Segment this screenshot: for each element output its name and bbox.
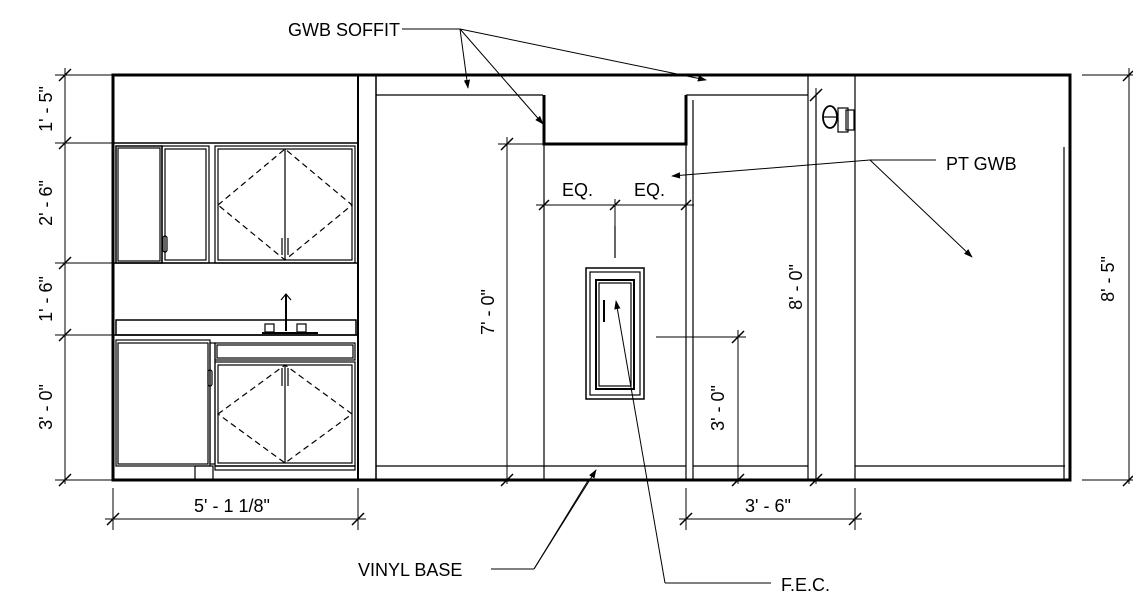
vinyl-base-label: VINYL BASE [358,560,462,580]
upper-cabinet-handle [162,235,168,253]
upper-cabinet-left-door [115,145,163,264]
right-width-dim: 3' - 6" [745,496,791,516]
base-cabinet-left [115,339,211,467]
pt-gwb-label: PT GWB [946,154,1017,174]
left-soffit-dim: 1' - 5" [36,86,56,132]
gwb-soffit-box [542,95,688,146]
base-cabinet-swing-lines [216,364,354,464]
fec-label: F.E.C. [781,575,830,595]
fec-leader [614,300,666,584]
fire-extinguisher-cabinet [585,226,645,400]
leader-lines [402,28,973,584]
text-labels: GWB SOFFIT PT GWB VINYL BASE F.E.C. EQ. … [36,20,1118,595]
wall-device [822,105,855,133]
eq-left-label: EQ. [562,180,593,200]
sink-faucet [262,293,318,334]
dimension-lines [55,68,1133,530]
pt-gwb-leader-1 [671,159,871,179]
soffit-leader-2 [459,28,544,125]
eq-right-label: EQ. [634,180,665,200]
pt-gwb-leader-2 [869,159,973,258]
upper-cabinet-middle [161,145,210,264]
dishwasher-panel [209,342,216,465]
base-cabinets [115,339,356,481]
wall-outline [111,73,1072,482]
kitchenette-bay [113,75,359,481]
countertop [115,319,357,336]
gwb-soffit-label: GWB SOFFIT [288,20,400,40]
elevation-outline [111,73,1072,482]
left-backsplash-dim: 1' - 6" [36,276,56,322]
cabinet-width-dim: 5' - 1 1/8" [194,496,270,516]
sink-base-drawer [214,342,356,361]
vinyl-base-leader-2 [533,478,590,570]
ceiling-height-dim: 8' - 0" [786,264,806,310]
upper-cabinets [115,145,356,264]
fec-mount-height-dim: 7' - 0" [478,289,498,335]
upper-cabinet-swing-lines [217,148,353,261]
soffit-leader-1 [459,28,471,89]
toe-kick [194,465,214,481]
left-upper-cabinet-dim: 2' - 6" [36,180,56,226]
fec-bottom-height-dim: 3' - 0" [708,385,728,431]
overall-height-dim: 8' - 5" [1098,256,1118,302]
left-base-cabinet-dim: 3' - 0" [36,384,56,430]
soffit-leader-3 [459,28,707,82]
